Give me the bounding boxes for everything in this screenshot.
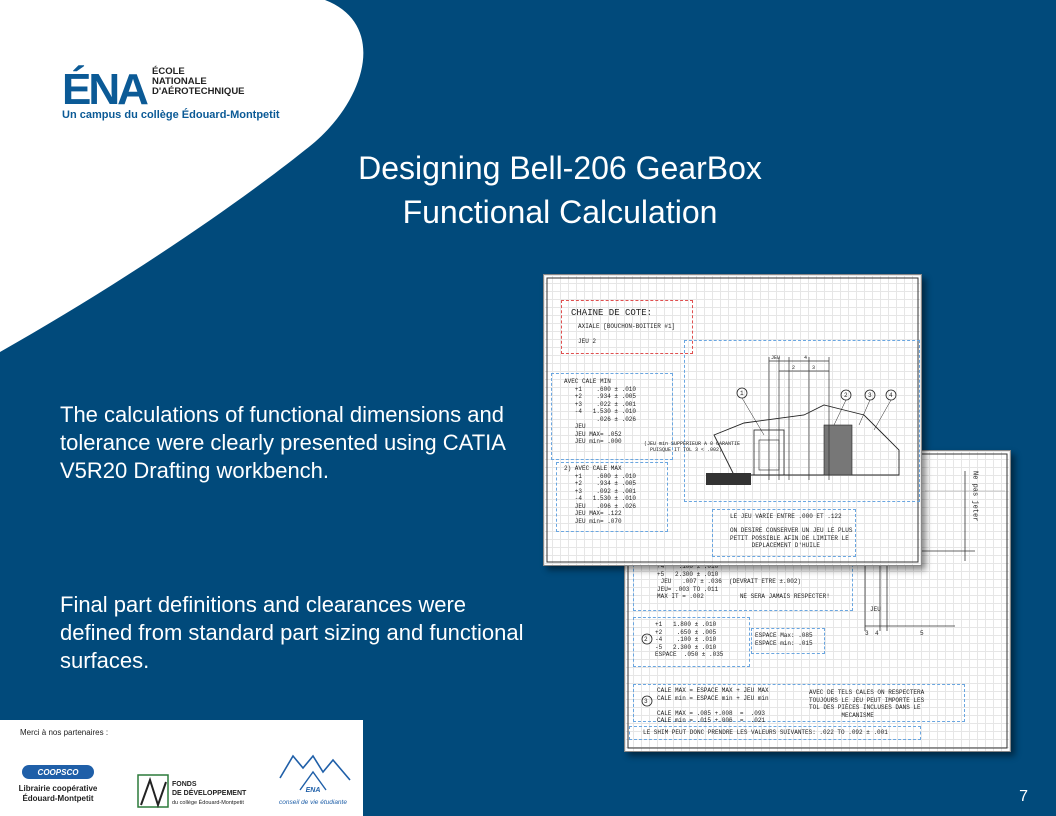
circle-3-back: 3: [644, 698, 648, 705]
fonds-icon: [137, 774, 169, 809]
label-3-back: 3: [865, 630, 869, 637]
box-calc-2: [633, 617, 750, 667]
dim-2-front: 2: [792, 365, 795, 371]
drawing-sheet-front: JEU 4 2 3 1 2 3 4 CHAINE DE COTE: AXIALE…: [543, 274, 922, 566]
page-number: 7: [1019, 788, 1028, 805]
label-jeu-back: JEU: [870, 606, 881, 613]
balloon-1-front: 1: [740, 390, 744, 397]
label-5-back: 5: [920, 630, 924, 637]
sponsor-logos: COOPSCO Librairie coopérative Édouard-Mo…: [19, 754, 351, 809]
dim-4-front: 4: [804, 355, 807, 361]
box-calc-2-front: [556, 462, 668, 532]
cve-mark: ENA: [306, 787, 321, 794]
circle-2-back: 2: [644, 636, 648, 643]
coopsco-line2: Édouard-Montpetit: [22, 794, 93, 803]
box-note-desire: [712, 509, 856, 557]
side-label-back: Ne pas jeter: [970, 471, 979, 522]
fonds-line3: du collège Édouard-Montpetit: [172, 799, 244, 806]
calc-1-front: AVEC CALE MIN +1 .600 ± .010 +2 .934 ± .…: [564, 378, 637, 445]
ena-mark-text: ÉNA: [62, 64, 148, 114]
title-line-2: Functional Calculation: [402, 194, 718, 230]
note-desire-front: ON DESIRE CONSERVER UN JEU LE PLUS PETIT…: [730, 527, 853, 549]
coopsco-icon: [22, 765, 94, 779]
fonds-line1: FONDS: [172, 781, 197, 788]
ena-line3: D'AÉROTECHNIQUE: [152, 86, 245, 97]
ena-tagline: Un campus du collège Édouard-Montpetit: [62, 108, 280, 121]
drawing-front-lines: JEU 4 2 3 1 2 3 4: [546, 277, 919, 563]
title-line-1: Designing Bell-206 GearBox: [358, 150, 762, 186]
label-4-back: 4: [875, 630, 879, 637]
calc-3-back: CALE MAX = ESPACE MAX + JEU MAX CALE min…: [657, 687, 769, 724]
shim-note-back: LE SHIM PEUT DONC PRENDRE LES VALEURS SU…: [643, 729, 888, 736]
paragraph-part-definitions: Final part definitions and clearances we…: [60, 592, 524, 673]
cve-icon: [279, 754, 351, 791]
fonds-line2: DE DÉVELOPPEMENT: [172, 788, 247, 797]
balloon-4-front: 4: [889, 392, 893, 399]
note-cales-back: AVEC DE TELS CALES ON RESPECTERA TOUJOUR…: [809, 689, 925, 719]
box-shim: [629, 726, 921, 740]
chaine-jeu-front: JEU 2: [578, 338, 597, 345]
chaine-title-front: CHAINE DE COTE:: [571, 308, 653, 318]
coopsco-line1: Librairie coopérative: [19, 784, 98, 793]
ena-logo: ÉNA ÉCOLE NATIONALE D'AÉROTECHNIQUE Un c…: [60, 62, 280, 132]
calc-top-back: +4 .100 ± .010 +5 2.300 ± .010 JEU .007 …: [657, 563, 830, 600]
sponsor-strip: Merci à nos partenaires : COOPSCO Librai…: [0, 720, 363, 816]
espace-back: ESPACE Max: .085 ESPACE min: .015: [755, 632, 813, 647]
sponsor-title: Merci à nos partenaires :: [20, 728, 109, 737]
slide-title: Designing Bell-206 GearBox Functional Ca…: [300, 146, 820, 234]
note-varie-front: LE JEU VARIE ENTRE .000 ET .122: [730, 513, 842, 520]
box-espace: [751, 628, 825, 654]
box-calc-3: [633, 684, 965, 722]
paragraph-calculations: The calculations of functional dimension…: [60, 402, 505, 483]
chaine-sub-front: AXIALE [BOUCHON-BOITIER #1]: [578, 323, 676, 330]
ena-line2: NATIONALE: [152, 76, 207, 87]
box-section-view: [684, 340, 920, 502]
calc-2-back: +1 1.800 ± .010 +2 .650 ± .005 -4 .100 ±…: [655, 621, 724, 658]
balloon-2-front: 2: [844, 392, 848, 399]
box-chaine-header: [561, 300, 693, 354]
dim-3-front: 3: [812, 365, 815, 371]
balloon-3-front: 3: [868, 392, 872, 399]
note-jeu-front: (JEU min SUPPERIEUR A 0 GARANTIE PUISQUE…: [644, 441, 741, 453]
calc-2-front: 2) AVEC CALE MAX +1 .600 ± .010 +2 .934 …: [564, 465, 637, 525]
cve-label: conseil de vie étudiante: [279, 799, 347, 806]
box-calc-1: [551, 373, 673, 460]
coopsco-badge-text: COOPSCO: [38, 768, 80, 777]
ena-line1: ÉCOLE: [152, 66, 185, 77]
dim-jeu-front: JEU: [771, 355, 780, 361]
ena-logo-mark: ÉNA ÉCOLE NATIONALE D'AÉROTECHNIQUE Un c…: [62, 64, 280, 121]
